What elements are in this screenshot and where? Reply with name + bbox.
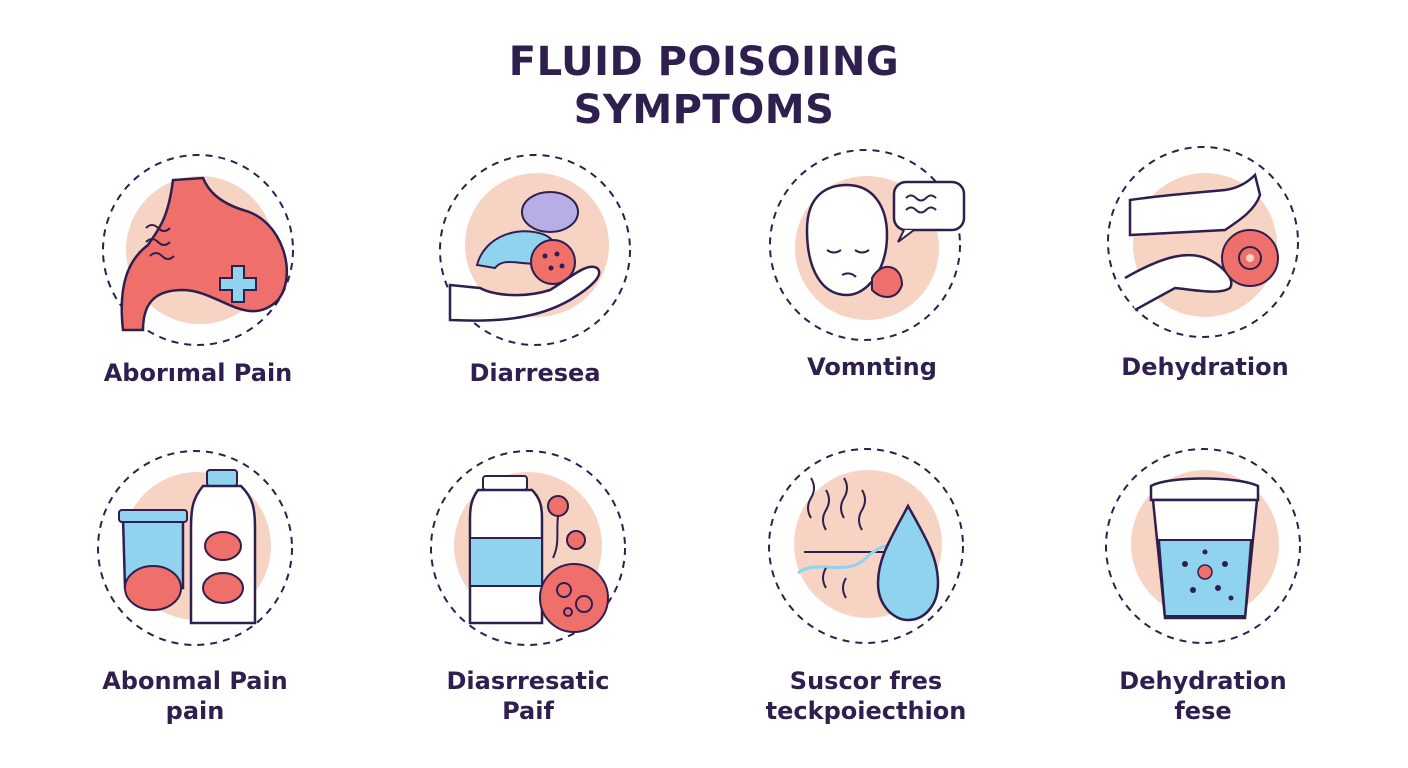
symptom-card-water-glass: Dehydration fese <box>1053 448 1353 748</box>
hand-food-icon <box>439 154 631 346</box>
symptom-label-line-2: teckpoiecthion <box>765 697 967 725</box>
symptom-label-line-2: fese <box>1174 697 1232 725</box>
symptom-label: Abonmal Pain <box>102 667 288 695</box>
title-line-1: FLUID POISOIING <box>508 39 900 85</box>
vomiting-face-icon <box>769 149 966 341</box>
symptom-card-abdominal-pain: Aborımal Pain <box>48 150 348 450</box>
symptom-card-dehydration: Dehydration <box>1055 146 1355 450</box>
symptom-card-diarrhea: Diarresea <box>385 150 685 450</box>
symptom-label: Aborımal Pain <box>103 359 293 387</box>
symptom-label: Suscor fres <box>789 667 943 695</box>
symptom-label: Dehydration <box>1119 667 1287 695</box>
page-title: FLUID POISOIING SYMPTOMS <box>0 38 1408 134</box>
water-glass-icon <box>1105 448 1301 644</box>
symptom-card-bottle-food: Abonmal Pain pain <box>45 448 345 748</box>
hand-pain-icon <box>1107 146 1299 338</box>
bottle-food-icon <box>97 450 293 646</box>
symptom-label: Diarresea <box>469 359 601 387</box>
symptom-label: Dehydration <box>1121 353 1289 381</box>
title-line-2: SYMPTOMS <box>573 87 835 133</box>
symptom-label: Vomnting <box>807 353 937 381</box>
fever-drop-icon <box>768 448 964 644</box>
symptom-card-bottle-fruit: Diasrresatic Paif <box>378 448 678 748</box>
bottle-fruit-icon <box>430 450 626 646</box>
symptom-label-line-2: Paif <box>502 697 554 725</box>
symptom-card-vomiting: Vomnting <box>722 149 1022 450</box>
stomach-icon <box>102 154 294 346</box>
symptom-label-line-2: pain <box>165 697 225 725</box>
symptom-card-fever: Suscor fres teckpoiecthion <box>716 448 1016 748</box>
symptom-label: Diasrresatic <box>446 667 610 695</box>
